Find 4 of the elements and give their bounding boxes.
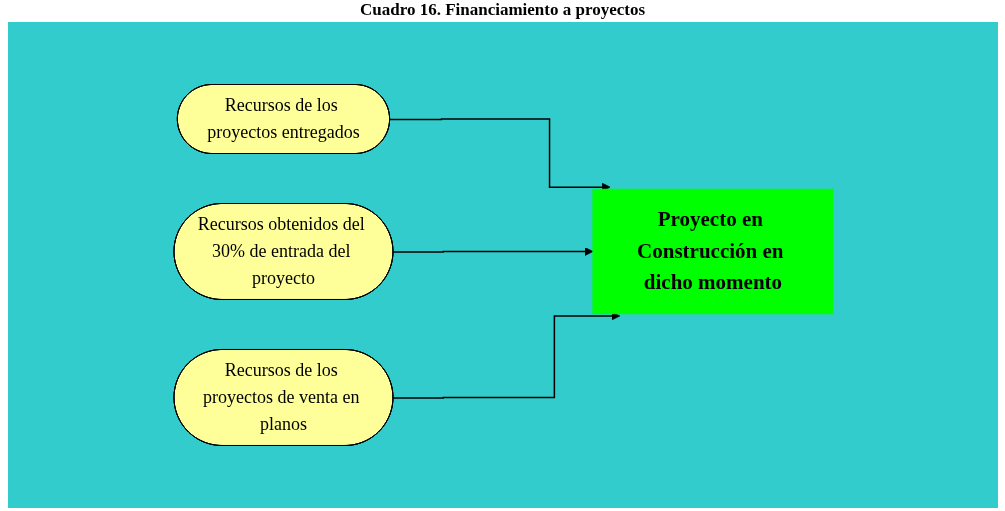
diagram-background: Recursos de los proyectos entregados Recursos obtenidos del 30% de entrada del proyecto Recursos de los proyectos de venta en planos Proyecto en Construcción en dicho momento (8, 22, 998, 508)
node-box (591, 188, 833, 315)
arrow (392, 247, 593, 256)
diagram-title: Cuadro 16. Financiamiento a proyectos (358, 0, 647, 20)
